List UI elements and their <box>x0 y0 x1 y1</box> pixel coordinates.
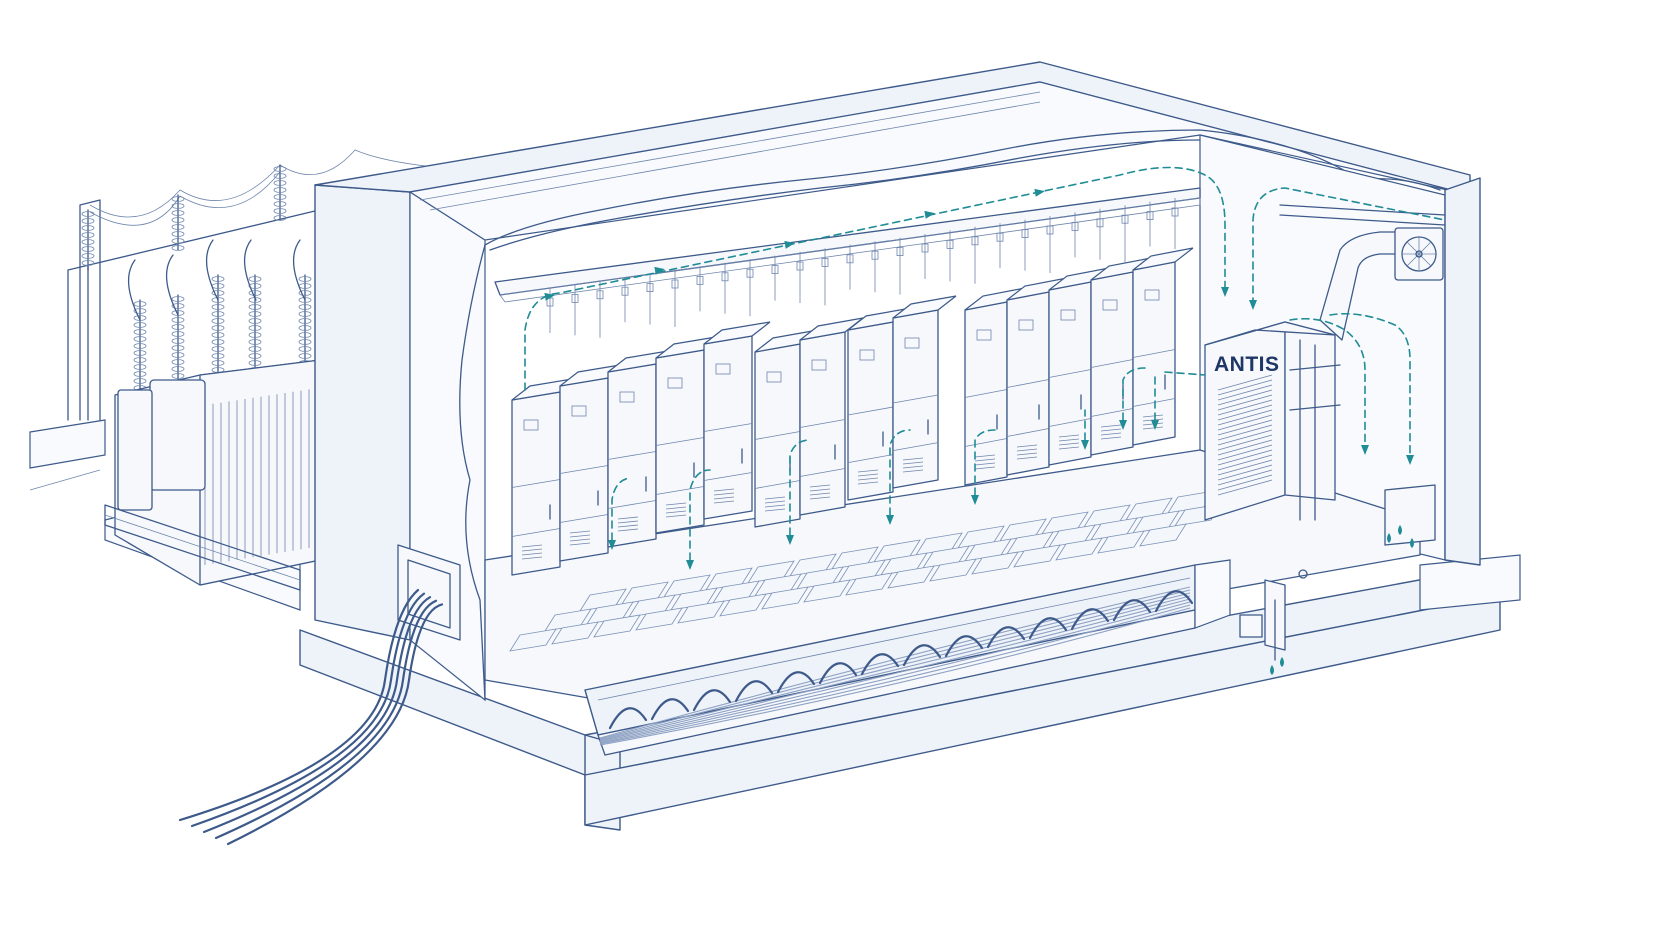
switchgear-cabinet <box>703 321 771 520</box>
fan-icon <box>1401 236 1437 272</box>
switchgear-cabinet <box>559 363 627 562</box>
flow-arrow-icon <box>1119 420 1127 430</box>
insulator-string <box>298 274 312 387</box>
switchgear-cabinet <box>799 317 864 516</box>
switchgear-cabinet <box>892 295 957 489</box>
airflow-path <box>974 429 996 496</box>
floor-grate <box>1013 544 1061 568</box>
bushing <box>205 239 219 301</box>
bushing <box>243 239 257 301</box>
floor-grate <box>593 614 641 638</box>
airflow-path <box>524 166 1226 391</box>
flow-arrow-icon <box>686 560 694 570</box>
flow-arrow-icon <box>608 540 616 550</box>
flow-arrow-icon <box>971 495 979 505</box>
switchgear-cabinet <box>1090 257 1152 456</box>
flow-arrow-icon <box>1034 188 1045 197</box>
switchgear-cabinet <box>607 349 675 548</box>
flow-arrow-icon <box>1151 420 1159 430</box>
flow-arrow-icon <box>886 515 894 525</box>
cable-entry <box>178 544 461 846</box>
flow-arrow-icon <box>1249 300 1257 310</box>
insulator-string <box>171 194 185 251</box>
airflow-path <box>611 477 631 541</box>
floor-grate <box>1139 523 1187 547</box>
switchgear-cabinet <box>1048 267 1110 466</box>
outdoor-transformer-yard <box>29 149 471 591</box>
floor-grate <box>551 621 599 645</box>
airflow-path <box>1164 371 1206 376</box>
cable-trench <box>584 559 1231 756</box>
switchgear-cabinet <box>511 377 579 576</box>
floor-grate <box>803 579 851 603</box>
airflow-path <box>1289 317 1366 451</box>
floor-grate <box>677 600 725 624</box>
switchgear-cabinet <box>1132 247 1194 446</box>
switchgear-cabinet <box>964 287 1026 486</box>
switchgear-cabinet <box>655 335 723 534</box>
floor-grate <box>971 551 1019 575</box>
flow-arrow-icon <box>1221 287 1229 297</box>
switchgear-cabinet <box>1006 277 1068 476</box>
flow-arrow-icon <box>786 535 794 545</box>
floor-grate <box>845 572 893 596</box>
insulator-string <box>273 164 287 221</box>
floor-grate <box>635 607 683 631</box>
floor-grate <box>1055 537 1103 561</box>
hvac-brand-label: ANTIS <box>1214 353 1280 376</box>
airflow-path <box>1329 312 1411 461</box>
flow-arrow-icon <box>924 210 935 219</box>
floor-grate <box>761 586 809 610</box>
flow-arrow-icon <box>1361 445 1369 455</box>
flow-arrow-icon <box>544 292 555 301</box>
flow-arrow-icon <box>1406 455 1414 465</box>
bushing <box>127 259 141 321</box>
switchgear-cabinet <box>847 307 912 501</box>
drain-sump <box>1239 569 1308 661</box>
floor-grate <box>887 565 935 589</box>
floor-grate <box>719 593 767 617</box>
insulator-string <box>81 209 95 271</box>
floor-grate <box>509 628 557 652</box>
airflow-paths <box>524 166 1446 570</box>
airflow-path <box>1122 367 1146 421</box>
water-drop-icon <box>1270 525 1414 675</box>
flow-arrow-icon <box>1081 440 1089 450</box>
flow-arrow-icon <box>654 266 665 275</box>
switchgear-cabinets <box>511 247 1194 576</box>
flow-arrow-icon <box>784 240 795 249</box>
floor-grate <box>1097 530 1145 554</box>
airflow-path <box>689 469 711 561</box>
bushing <box>292 239 306 301</box>
ceiling-duct <box>494 187 1201 338</box>
airflow-path <box>1252 187 1446 306</box>
floor-grate <box>929 558 977 582</box>
hvac-unit: ANTIS <box>1204 204 1446 546</box>
bushing <box>165 254 179 316</box>
